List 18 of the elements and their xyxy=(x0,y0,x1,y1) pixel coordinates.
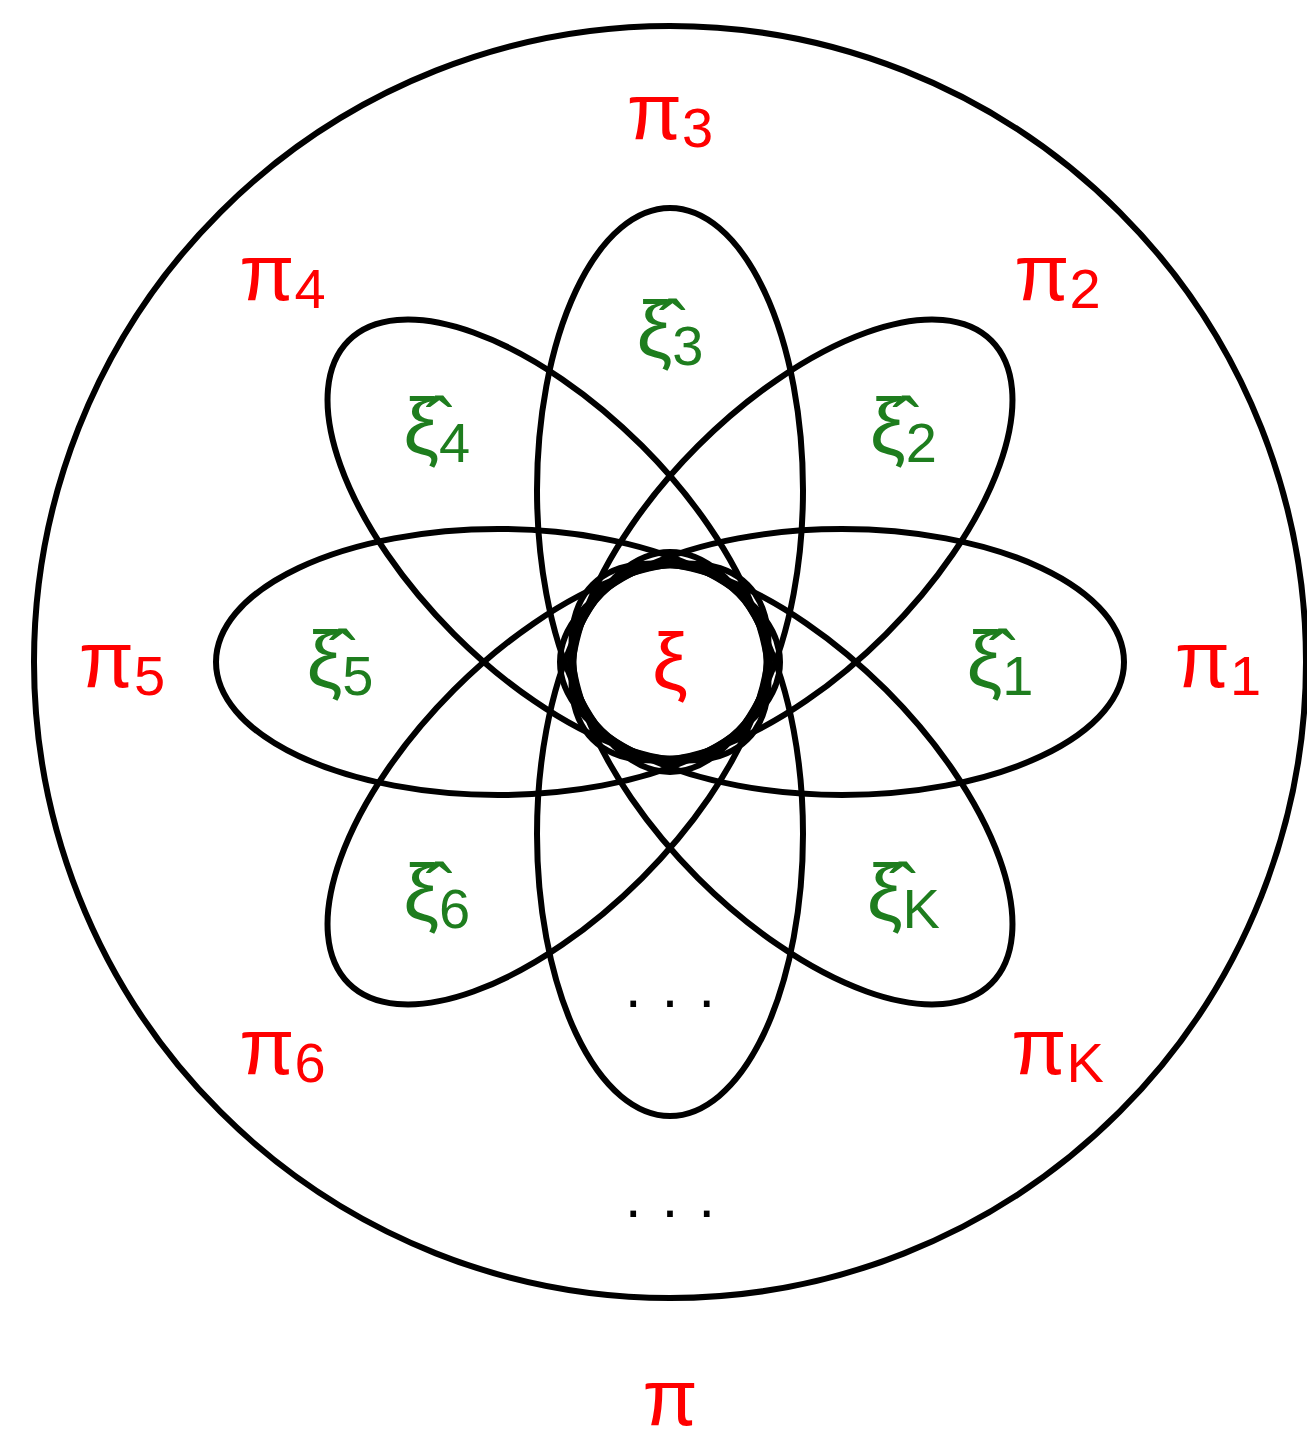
ellipsis: · · · xyxy=(623,1180,717,1240)
pi-label: π$_{3}$ xyxy=(626,71,714,157)
ellipsis: · · · xyxy=(623,970,717,1030)
pi-label: π$_{5}$ xyxy=(78,619,166,705)
pi-label: π$_{1}$ xyxy=(1174,619,1262,705)
pi-label: π$_{6}$ xyxy=(239,1007,326,1092)
xi-hat-label: ξ̂$_{K}$ xyxy=(866,853,940,938)
xi-hat-label: ξ̂$_{3}$ xyxy=(636,289,704,375)
xi-hat-label: ξ̂$_{4}$ xyxy=(403,386,471,471)
pi-label: π$_{2}$ xyxy=(1014,232,1101,317)
xi-hat-label: ξ̂$_{6}$ xyxy=(403,853,471,938)
pi-label: π xyxy=(642,1358,698,1436)
pi-label: π$_{K}$ xyxy=(1011,1007,1104,1092)
pi-label: π$_{4}$ xyxy=(239,232,326,317)
xi-hat-label: ξ̂$_{2}$ xyxy=(869,386,937,471)
xi-hat-label: ξ̂$_{1}$ xyxy=(966,619,1034,705)
xi-label: ξ xyxy=(652,622,688,702)
xi-hat-label: ξ̂$_{5}$ xyxy=(306,619,374,705)
